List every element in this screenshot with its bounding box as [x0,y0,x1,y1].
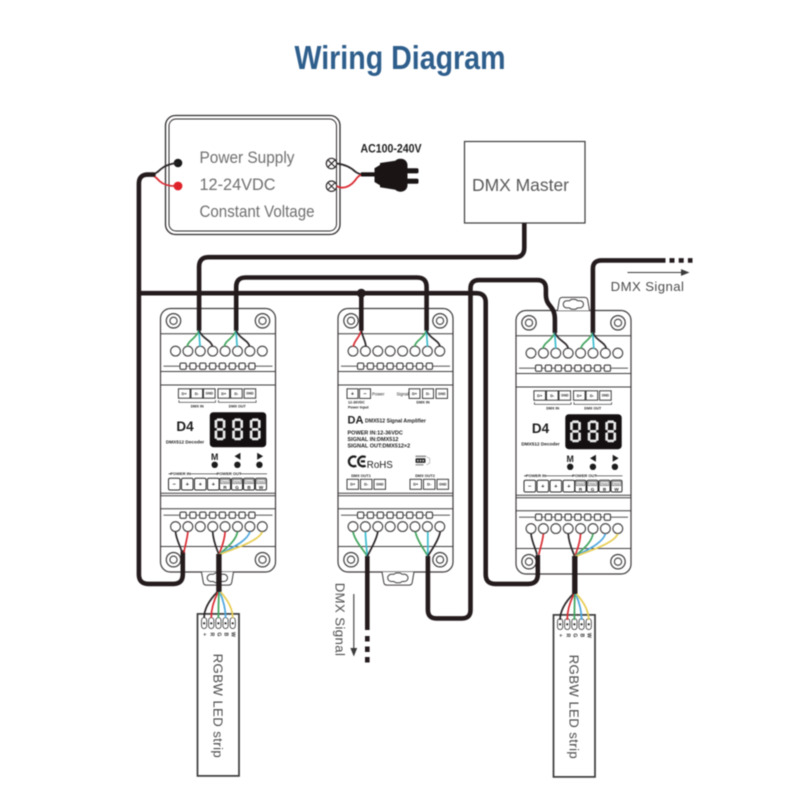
svg-text:R: R [564,634,570,638]
svg-text:+: + [351,392,354,398]
svg-text:D+: D+ [577,393,583,398]
svg-text:GND: GND [376,483,384,487]
svg-text:+: + [201,633,207,636]
svg-text:POWER IN:12-36VDC: POWER IN:12-36VDC [348,431,403,437]
svg-text:+: + [186,482,190,488]
svg-text:D4: D4 [176,419,194,434]
svg-text:+: + [541,484,545,490]
svg-text:PWM: PWM [246,480,252,484]
svg-text:GND: GND [602,394,610,398]
svg-text:D-: D- [590,393,595,398]
svg-text:D-: D- [195,391,200,396]
svg-text:+: + [557,634,563,637]
svg-text:DMX Signal: DMX Signal [611,279,685,294]
svg-text:SIGNAL OUT:DMX512×2: SIGNAL OUT:DMX512×2 [348,443,411,449]
svg-text:PWM: PWM [258,480,264,484]
svg-text:POWER IN: POWER IN [170,471,190,476]
svg-text:M: M [211,452,218,462]
svg-text:DMX IN: DMX IN [191,405,204,409]
svg-text:RGBW LED strip: RGBW LED strip [567,655,582,760]
svg-text:DMX512 Decoder: DMX512 Decoder [166,440,204,445]
svg-text:Power: Power [372,392,385,397]
svg-text:PWM: PWM [577,482,583,486]
svg-text:DMX OUT: DMX OUT [229,405,247,409]
svg-text:12-24VDC: 12-24VDC [200,175,276,194]
svg-text:DMX512 Signal Amplifier: DMX512 Signal Amplifier [365,419,426,425]
svg-text:PWM: PWM [601,482,607,486]
svg-text:12-36VDC: 12-36VDC [348,401,365,405]
svg-text:GND: GND [439,483,447,487]
svg-text:D-: D- [426,391,431,396]
svg-text:G: G [215,632,221,636]
svg-text:B: B [603,487,607,492]
svg-text:D+: D+ [537,393,543,398]
svg-text:B: B [579,634,585,638]
svg-text:AC100-240V: AC100-240V [361,142,423,156]
svg-text:R: R [208,633,214,637]
svg-text:Power Input: Power Input [348,405,369,409]
svg-text:D+: D+ [182,391,188,396]
svg-text:M: M [567,454,574,464]
svg-text:Power Supply: Power Supply [200,148,296,167]
svg-text:DMX OUT1: DMX OUT1 [351,474,371,478]
svg-text:R: R [579,487,583,492]
svg-text:PWM: PWM [589,482,595,486]
svg-text:DMX OUT2: DMX OUT2 [415,474,435,478]
svg-text:Wiring Diagram: Wiring Diagram [295,40,506,77]
svg-text:POWER OUT: POWER OUT [217,471,242,476]
svg-text:D+: D+ [413,482,419,487]
svg-text:PWM: PWM [613,482,619,486]
svg-text:DMX512 Decoder: DMX512 Decoder [521,442,559,447]
svg-text:+: + [212,482,216,488]
svg-text:W: W [230,632,236,637]
svg-text:−: − [528,484,532,490]
svg-text:POWER OUT: POWER OUT [572,473,597,478]
svg-text:RGBW LED strip: RGBW LED strip [211,654,226,759]
svg-text:G: G [591,487,595,492]
svg-text:GND: GND [206,392,214,396]
svg-text:D4: D4 [532,421,550,436]
svg-text:PWM: PWM [222,480,228,484]
svg-text:W: W [586,633,592,638]
svg-text:GND: GND [438,392,446,396]
svg-text:DMX IN: DMX IN [546,407,559,411]
svg-text:GND: GND [246,392,254,396]
svg-text:−: − [173,482,177,488]
svg-text:Constant Voltage: Constant Voltage [200,202,315,221]
svg-text:D-: D- [550,393,555,398]
svg-text:PWM: PWM [234,480,240,484]
svg-text:D-: D- [364,482,369,487]
svg-text:D-: D- [427,482,432,487]
svg-text:B: B [223,633,229,637]
svg-text:D+: D+ [350,482,356,487]
svg-text:DMX Signal: DMX Signal [333,583,348,657]
svg-text:−: − [363,392,366,398]
svg-text:W: W [614,487,619,492]
svg-text:D+: D+ [221,391,227,396]
svg-text:RoHS: RoHS [367,459,393,471]
svg-text:W: W [259,485,264,490]
svg-text:B: B [247,485,251,490]
svg-text:DMX OUT: DMX OUT [584,407,602,411]
svg-text:SIGNAL IN:DMX512: SIGNAL IN:DMX512 [348,437,399,443]
svg-text:R: R [223,485,227,490]
svg-text:D+: D+ [412,391,418,396]
svg-text:Signal: Signal [397,392,409,397]
svg-text:DMX Master: DMX Master [472,175,569,195]
svg-text:G: G [235,485,239,490]
svg-text:GND: GND [561,394,569,398]
svg-text:G: G [571,633,577,637]
svg-text:POWER IN: POWER IN [526,473,546,478]
svg-text:D-: D- [234,391,239,396]
svg-text:DMX IN: DMX IN [416,401,430,405]
svg-text:+: + [199,482,203,488]
svg-text:DA: DA [348,415,364,427]
svg-text:+: + [554,484,558,490]
svg-text:+: + [567,484,571,490]
